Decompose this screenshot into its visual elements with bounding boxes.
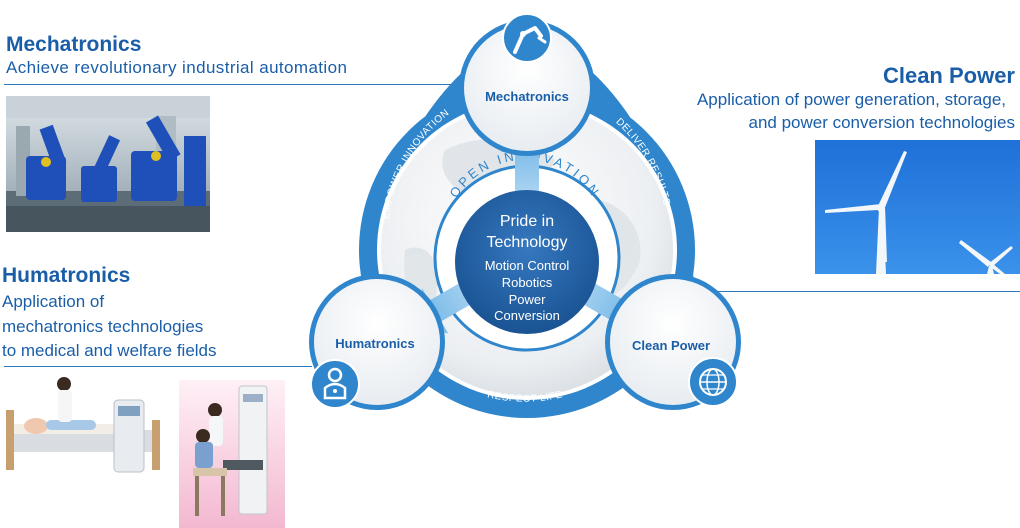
core-title-line1: Pride in [500,213,554,230]
clean-power-subtitle-line1: Application of power generation, storage… [696,90,1006,109]
robot-arm-icon [502,13,552,63]
core-item-robotics: Robotics [502,275,553,290]
mechatronics-node-label: Mechatronics [485,89,569,104]
core-title-line2: Technology [487,234,568,251]
person-badge-icon [310,359,360,409]
industrial-robots-photo [6,96,210,232]
humatronics-heading: Humatronics [2,264,131,287]
globe-icon [688,357,738,407]
mechatronics-subtitle: Achieve revolutionary industrial automat… [6,58,348,77]
mechatronics-node: Mechatronics [459,20,595,156]
clean-power-node-label: Clean Power [632,338,710,353]
mechatronics-heading: Mechatronics [6,33,142,56]
wind-turbine-photo [815,140,1020,274]
clean-power-heading: Clean Power [882,63,1015,88]
core-item-power: Power [509,292,547,307]
business-diagram: EMPOWER INNOVATION DELIVER RESULTS RESPE… [309,13,741,418]
humatronics-line2: mechatronics technologies [2,317,204,336]
arc-bottom-text: RESPECT LIFE [486,389,564,404]
clean-power-rule [715,291,1020,292]
humatronics-node-label: Humatronics [335,336,414,351]
core-item-motion-control: Motion Control [485,258,570,273]
core-item-conversion: Conversion [494,308,560,323]
core-circle [455,190,599,334]
clean-power-subtitle-line2: and power conversion technologies [748,113,1015,132]
mechatronics-rule [4,84,474,85]
rehab-bed-photo [6,370,164,482]
humatronics-line3: to medical and welfare fields [2,341,217,360]
humatronics-line1: Application of [2,292,105,311]
humatronics-rule [4,366,312,367]
walking-assist-photo [179,380,285,528]
